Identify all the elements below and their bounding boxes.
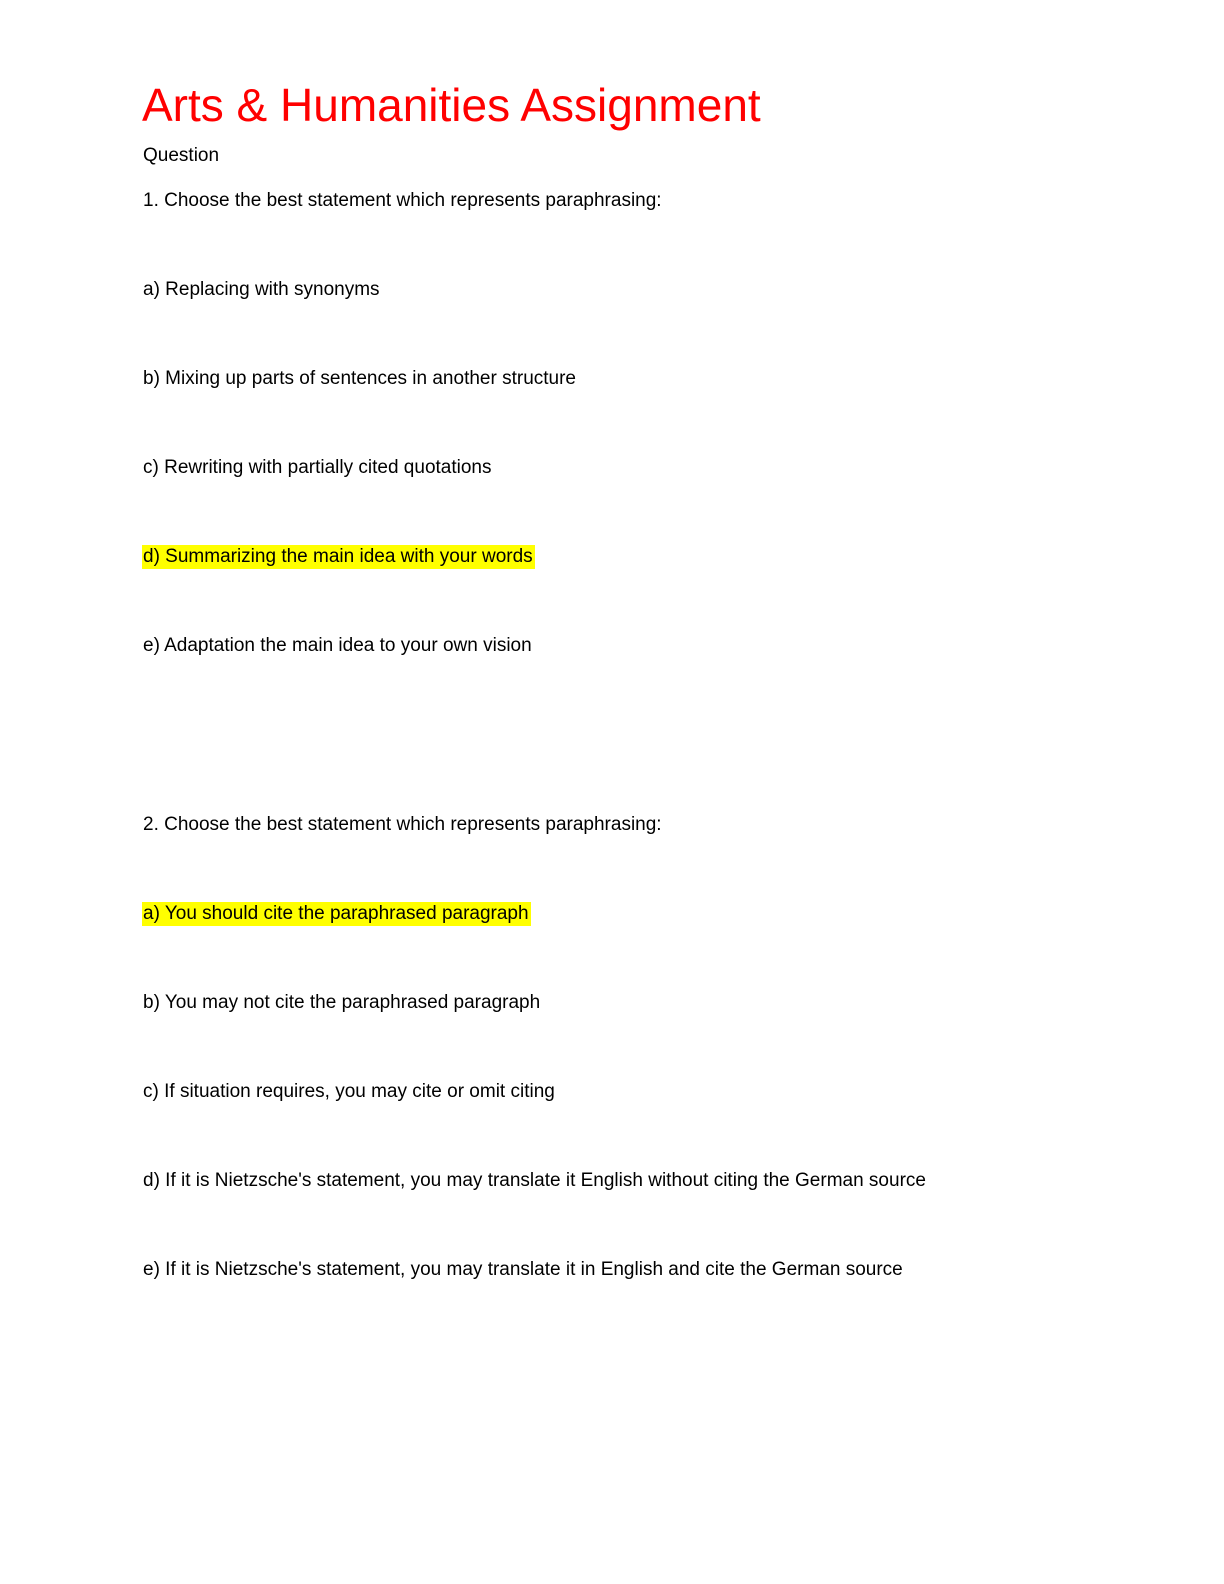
option-text: e) Adaptation the main idea to your own … xyxy=(143,635,532,656)
section-label: Question xyxy=(143,145,220,166)
highlighted-answer: d) Summarizing the main idea with your w… xyxy=(142,545,535,569)
option-text: c) If situation requires, you may cite o… xyxy=(143,1081,555,1102)
option-text: c) Rewriting with partially cited quotat… xyxy=(143,457,492,478)
question-1-option-c: c) Rewriting with partially cited quotat… xyxy=(143,456,492,480)
option-text: d) If it is Nietzsche's statement, you m… xyxy=(143,1170,926,1191)
option-text: b) You may not cite the paraphrased para… xyxy=(143,992,541,1013)
option-text: a) Replacing with synonyms xyxy=(143,279,380,300)
question-2-option-c: c) If situation requires, you may cite o… xyxy=(143,1080,555,1104)
question-2-option-e: e) If it is Nietzsche's statement, you m… xyxy=(143,1258,903,1282)
question-2-option-a: a) You should cite the paraphrased parag… xyxy=(142,902,531,926)
option-text: e) If it is Nietzsche's statement, you m… xyxy=(143,1259,903,1280)
question-2-prompt: 2. Choose the best statement which repre… xyxy=(143,814,662,835)
highlighted-answer: a) You should cite the paraphrased parag… xyxy=(142,902,531,926)
question-1-option-e: e) Adaptation the main idea to your own … xyxy=(143,634,532,658)
option-text: b) Mixing up parts of sentences in anoth… xyxy=(143,368,577,389)
question-1-option-d: d) Summarizing the main idea with your w… xyxy=(142,545,535,569)
question-1-option-a: a) Replacing with synonyms xyxy=(143,278,380,302)
question-1-option-b: b) Mixing up parts of sentences in anoth… xyxy=(143,367,576,391)
question-2-option-d: d) If it is Nietzsche's statement, you m… xyxy=(143,1169,926,1193)
question-2-option-b: b) You may not cite the paraphrased para… xyxy=(143,991,540,1015)
question-1-prompt: 1. Choose the best statement which repre… xyxy=(143,190,662,211)
document-title: Arts & Humanities Assignment xyxy=(142,79,761,131)
